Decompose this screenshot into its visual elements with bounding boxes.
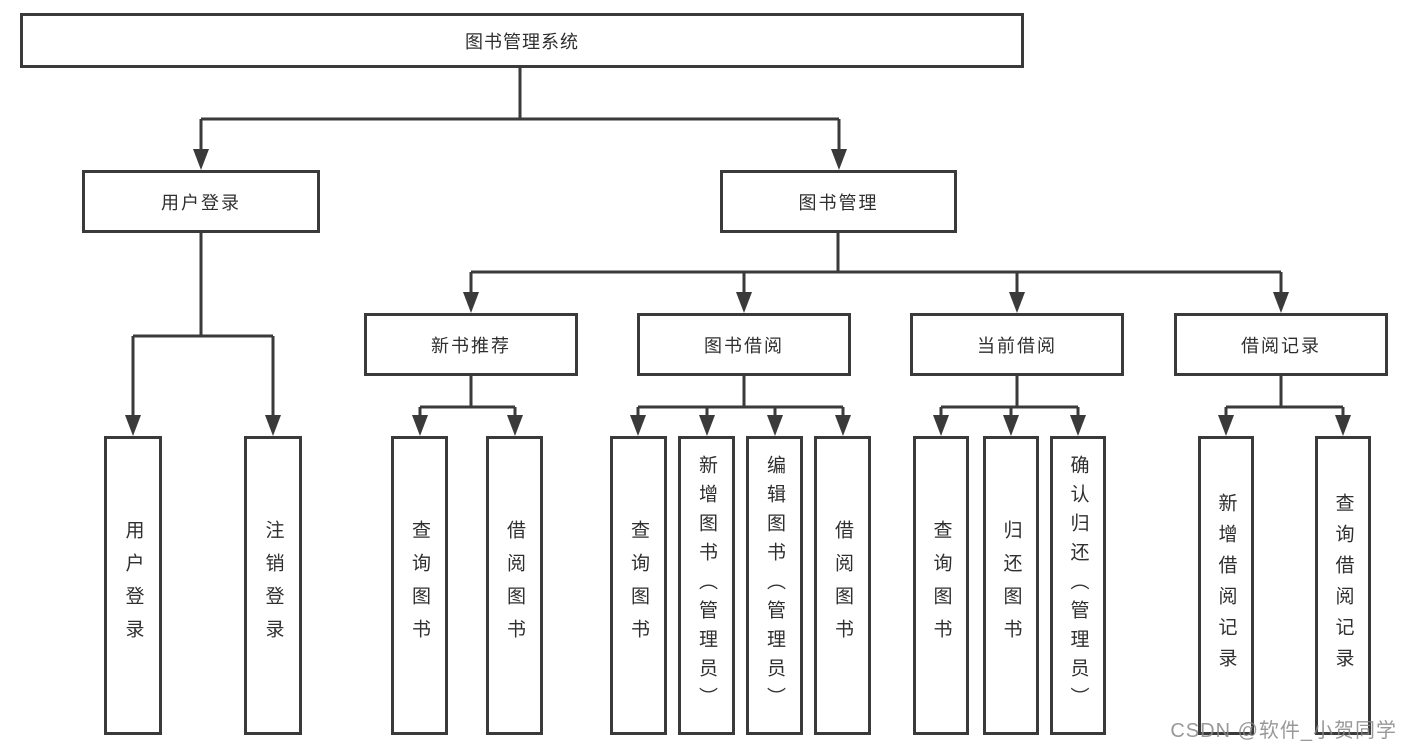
leaf-bb-borrow-book: 借阅图书 xyxy=(814,436,871,735)
node-root: 图书管理系统 xyxy=(20,13,1024,68)
leaf-bb-edit-book-admin: 编辑图书（管理员） xyxy=(746,436,803,735)
node-book-borrow: 图书借阅 xyxy=(637,313,851,376)
node-user-login: 用户登录 xyxy=(82,170,320,233)
leaf-br-query-record: 查询借阅记录 xyxy=(1315,436,1371,735)
leaf-cb-confirm-return-admin: 确认归还（管理员） xyxy=(1050,436,1106,735)
leaf-bb-query-book: 查询图书 xyxy=(610,436,667,735)
leaf-cb-query-book: 查询图书 xyxy=(913,436,969,735)
node-new-book-recommend: 新书推荐 xyxy=(364,313,578,376)
node-borrow-records: 借阅记录 xyxy=(1174,313,1388,376)
leaf-nbr-query-book: 查询图书 xyxy=(391,436,448,735)
leaf-bb-add-book-admin: 新增图书（管理员） xyxy=(678,436,735,735)
node-book-management: 图书管理 xyxy=(720,170,957,233)
node-current-borrow: 当前借阅 xyxy=(910,313,1124,376)
leaf-user-login: 用户登录 xyxy=(104,436,162,735)
leaf-nbr-borrow-book: 借阅图书 xyxy=(486,436,543,735)
leaf-br-add-record: 新增借阅记录 xyxy=(1198,436,1254,735)
leaf-cb-return-book: 归还图书 xyxy=(983,436,1039,735)
watermark: CSDN @软件_小贺同学 xyxy=(1170,720,1397,742)
leaf-logout-login: 注销登录 xyxy=(244,436,302,735)
